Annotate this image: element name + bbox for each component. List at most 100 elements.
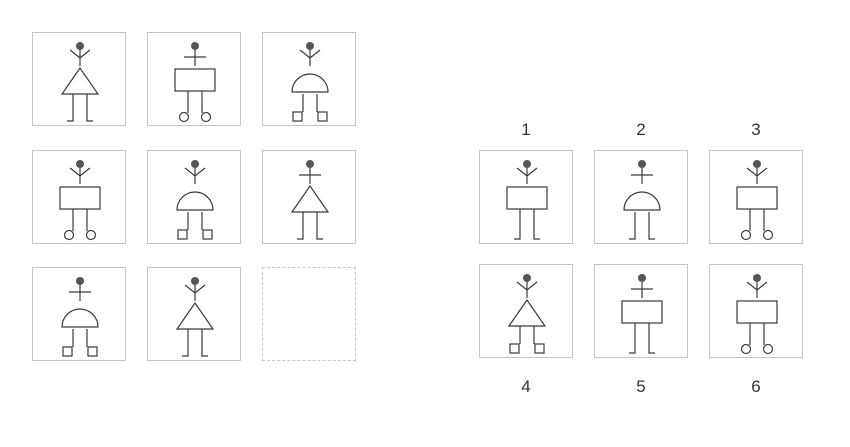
option-3[interactable] [709,150,803,244]
figure-foot-square-left [509,343,520,354]
grid-cell-3 [262,32,356,126]
figure-arms [516,167,538,177]
figure-head [753,274,761,282]
option-5[interactable] [594,264,688,358]
figure-leg-right [648,323,655,354]
figure-arms [69,167,91,177]
figure-foot-square-left [177,229,188,240]
figure-foot-square-right [317,111,328,122]
stick-figure [291,42,329,122]
stick-figure [736,160,778,241]
figure-foot-circle-left [740,229,752,241]
stick-figure [60,42,100,122]
figure-head [76,277,84,285]
figure-arms [69,49,91,59]
grid-cell-4 [32,150,126,244]
grid-cell-5 [147,150,241,244]
figure-body-triangle [60,66,100,95]
option-label-3: 3 [751,120,761,139]
figure-head [306,42,314,50]
figure-leg-left [629,212,636,240]
grid-cell-7 [32,267,126,361]
figure-foot-circle-left [63,229,75,241]
figure-body-rect [736,186,778,210]
stick-figure [290,160,330,240]
stick-figure [61,277,99,357]
figure-leg-left [182,329,189,357]
figure-arms [746,167,768,177]
figure-head [191,277,199,285]
figure-leg-right [201,329,208,357]
figure-arms [184,284,206,294]
option-1[interactable] [479,150,573,244]
figure-head [753,160,761,168]
grid-cell-6 [262,150,356,244]
figure-foot-circle-right [200,111,212,123]
option-label-2: 2 [636,120,646,139]
figure-foot-square-right [87,346,98,357]
figure-body-rect [174,68,216,92]
stick-figure [621,274,663,354]
figure-body-dome [291,73,329,93]
grid-cell-8 [147,267,241,361]
stick-figure [623,160,661,240]
figure-body-rect [59,186,101,210]
figure-leg-right [533,209,540,240]
figure-body-rect [621,300,663,324]
figure-arms [516,281,538,291]
figure-head [306,160,314,168]
figure-foot-square-left [62,346,73,357]
option-4[interactable] [479,264,573,358]
figure-foot-square-right [534,343,545,354]
stick-figure [507,274,547,354]
figure-arms [299,49,321,59]
figure-leg-right [316,212,323,240]
grid-cell-1 [32,32,126,126]
figure-head [76,42,84,50]
figure-body-rect [506,186,548,210]
figure-foot-circle-right [762,229,774,241]
figure-head [191,160,199,168]
figure-foot-circle-left [178,111,190,123]
option-label-1: 1 [521,120,531,139]
figure-head [523,274,531,282]
figure-leg-left [514,209,521,240]
stick-figure [736,274,778,355]
figure-leg-right [86,94,93,122]
figure-body-dome [61,308,99,328]
figure-head [638,160,646,168]
figure-head [638,274,646,282]
figure-body-triangle [290,184,330,213]
stick-figure [175,277,215,357]
figure-body-triangle [175,301,215,330]
figure-body-dome [623,191,661,211]
option-label-5: 5 [636,377,646,396]
figure-leg-right [648,212,655,240]
figure-leg-left [629,323,636,354]
figure-foot-square-left [292,111,303,122]
figure-body-dome [176,191,214,211]
figure-head [76,160,84,168]
option-2[interactable] [594,150,688,244]
figure-arms [746,281,768,291]
grid-cell-missing [262,267,356,361]
stick-figure [174,42,216,123]
figure-foot-circle-right [762,343,774,355]
grid-cell-2 [147,32,241,126]
option-label-6: 6 [751,377,761,396]
figure-foot-square-right [202,229,213,240]
option-6[interactable] [709,264,803,358]
figure-leg-left [297,212,304,240]
figure-arms [184,167,206,177]
figure-head [191,42,199,50]
stick-figure [59,160,101,241]
figure-foot-circle-right [85,229,97,241]
figure-body-rect [736,300,778,324]
figure-leg-left [67,94,74,122]
stick-figure [176,160,214,240]
option-label-4: 4 [521,377,531,396]
figure-foot-circle-left [740,343,752,355]
figure-head [523,160,531,168]
figure-body-triangle [507,298,547,327]
stick-figure [506,160,548,240]
